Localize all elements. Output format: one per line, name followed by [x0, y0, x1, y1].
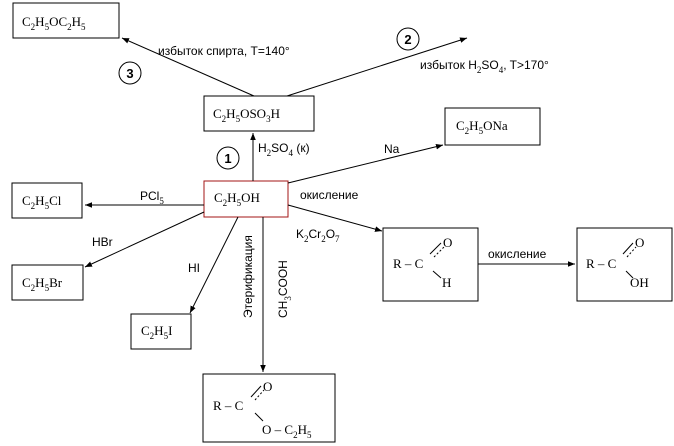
acid-hydroxyl: OH [630, 275, 649, 290]
diethyl-ether-box [12, 2, 120, 39]
aldehyde-h-bond [432, 270, 442, 279]
ethyl-iodide-box [130, 313, 192, 350]
ester-r-group: R – C [213, 398, 243, 413]
aldehyde-double-bond-1 [429, 242, 442, 255]
aldehyde-oxygen: O [443, 235, 452, 250]
ethyl-iodide-formula: C2H5I [141, 323, 172, 341]
step-1-circle [216, 146, 240, 170]
ethyl-sulfate-box [203, 95, 315, 132]
aldehyde-r-group: R – C [393, 256, 423, 271]
aldehyde-hydrogen: H [442, 275, 451, 290]
label-excess-sulfuric-acid: избыток H2SO4, T>170° [420, 58, 549, 75]
label-potassium-dichromate: K2Cr2O7 [296, 227, 340, 244]
ethyl-chloride-box [11, 182, 83, 219]
label-sodium: Na [384, 142, 400, 156]
label-pcl5: PCl5 [140, 189, 164, 206]
arrow-to-ethyl-iodide [189, 216, 239, 314]
step-2-number: 2 [404, 32, 411, 47]
diethyl-ether-formula: C2H5OC2H5 [22, 14, 86, 32]
step-3-number: 3 [126, 66, 133, 81]
acid-double-bond-1 [622, 242, 634, 255]
label-acetic-acid: CH3COOH [276, 260, 293, 318]
ester-carbonyl-oxygen: O [263, 379, 272, 394]
label-oxidation-2: окисление [488, 247, 547, 261]
step-1-number: 1 [224, 151, 231, 166]
arrow-to-ethylene [286, 37, 468, 97]
acid-oxygen: O [635, 235, 644, 250]
arrow-to-sodium-ethoxide [287, 143, 444, 184]
step-3-circle [118, 61, 142, 85]
ethyl-bromide-box [11, 264, 84, 301]
arrow-to-ethyl-bromide [84, 211, 205, 268]
arrow-to-diethyl-ether [121, 37, 255, 97]
label-esterification: Этерификация [241, 235, 255, 318]
label-hi: HI [188, 261, 200, 275]
sodium-ethoxide-box [444, 107, 541, 146]
label-excess-alcohol: избыток спирта, T=140° [158, 44, 290, 58]
acid-r-group: R – C [586, 256, 616, 271]
ethyl-sulfate-formula: C2H5OSO3H [213, 106, 280, 124]
aldehyde-box [382, 227, 479, 302]
ester-o-bond [254, 412, 264, 422]
step-2-circle [396, 27, 420, 51]
ethanol-box [203, 180, 289, 218]
arrow-to-aldehyde [287, 204, 383, 232]
ethanol-formula: C2H5OH [214, 190, 260, 208]
label-oxidation-1: окисление [300, 188, 359, 202]
label-sulfuric-acid-conc: H2SO4 (к) [258, 141, 310, 158]
label-hbr: HBr [92, 235, 113, 249]
ethyl-chloride-formula: C2H5Cl [22, 193, 62, 211]
sodium-ethoxide-formula: C2H5ONa [456, 118, 508, 136]
ethyl-bromide-formula: C2H5Br [22, 275, 63, 293]
ester-alkoxy: O – C2H5 [262, 422, 312, 440]
ester-box [202, 373, 336, 443]
ester-double-bond-1 [250, 385, 262, 398]
carboxylic-acid-box [576, 227, 673, 302]
acid-oh-bond [625, 270, 634, 279]
